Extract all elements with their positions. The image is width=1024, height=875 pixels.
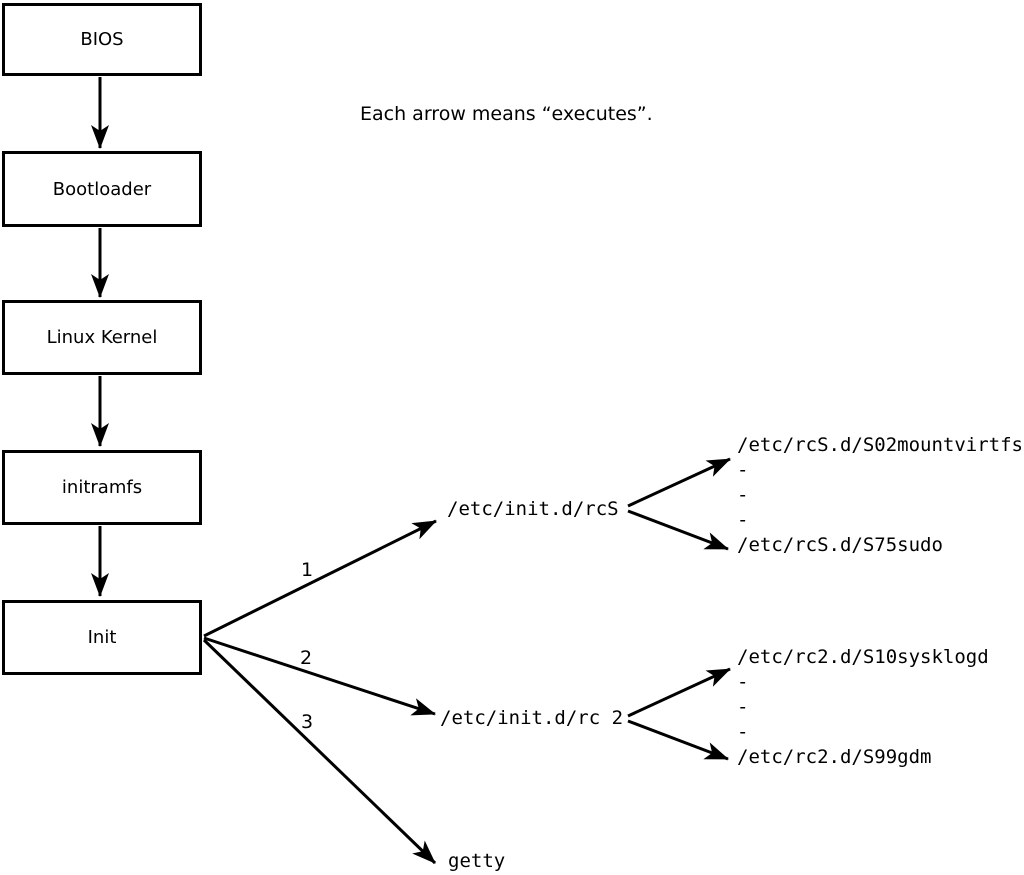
arrow-label-3: 3 — [300, 711, 314, 733]
arrow-rc2-to-s99gdm — [627, 719, 729, 761]
arrow-rcs-to-s02mountvirtfs — [627, 457, 731, 508]
node-etc-init-d-rc2: /etc/init.d/rc 2 — [440, 707, 624, 729]
arrow-init-to-rc2 — [203, 636, 436, 716]
rc2-script-item: - — [737, 671, 749, 693]
rc2-script-item: /etc/rc2.d/S99gdm — [737, 746, 932, 768]
arrow-rc2-to-s10sysklogd — [627, 667, 731, 718]
node-initramfs: initramfs — [2, 450, 202, 525]
arrow-init-to-getty — [202, 638, 437, 865]
rcs-script-item: /etc/rcS.d/S02mountvirtfs — [737, 434, 1023, 456]
arrow-label-2: 2 — [299, 647, 313, 669]
node-linux-kernel-label: Linux Kernel — [46, 327, 158, 348]
legend-note: Each arrow means “executes”. — [360, 103, 653, 125]
node-linux-kernel: Linux Kernel — [2, 300, 202, 375]
rc2-script-item: /etc/rc2.d/S10sysklogd — [737, 646, 989, 668]
rcs-script-item: - — [737, 509, 749, 531]
node-etc-init-d-rcs: /etc/init.d/rcS — [447, 498, 619, 520]
rcs-script-item: - — [737, 484, 749, 506]
node-getty: getty — [448, 850, 506, 872]
rc2-scripts-list: /etc/rc2.d/S10sysklogd - - - /etc/rc2.d/… — [737, 645, 989, 770]
arrow-init-to-rcs — [203, 519, 437, 638]
arrow-label-1: 1 — [300, 559, 314, 581]
rcs-script-item: /etc/rcS.d/S75sudo — [737, 534, 943, 556]
node-bootloader-label: Bootloader — [52, 178, 152, 200]
node-init-label: Init — [87, 627, 117, 648]
node-init: Init — [2, 600, 202, 675]
node-initramfs-label: initramfs — [61, 477, 143, 498]
rcs-script-item: - — [737, 459, 749, 481]
arrow-rcs-to-s75sudo — [627, 509, 729, 551]
rc2-script-item: - — [737, 696, 749, 718]
rcs-scripts-list: /etc/rcS.d/S02mountvirtfs - - - /etc/rcS… — [737, 433, 1023, 558]
node-bios-label: BIOS — [80, 29, 124, 50]
rc2-script-item: - — [737, 721, 749, 743]
node-bootloader: Bootloader — [2, 151, 202, 227]
node-bios: BIOS — [2, 3, 202, 76]
